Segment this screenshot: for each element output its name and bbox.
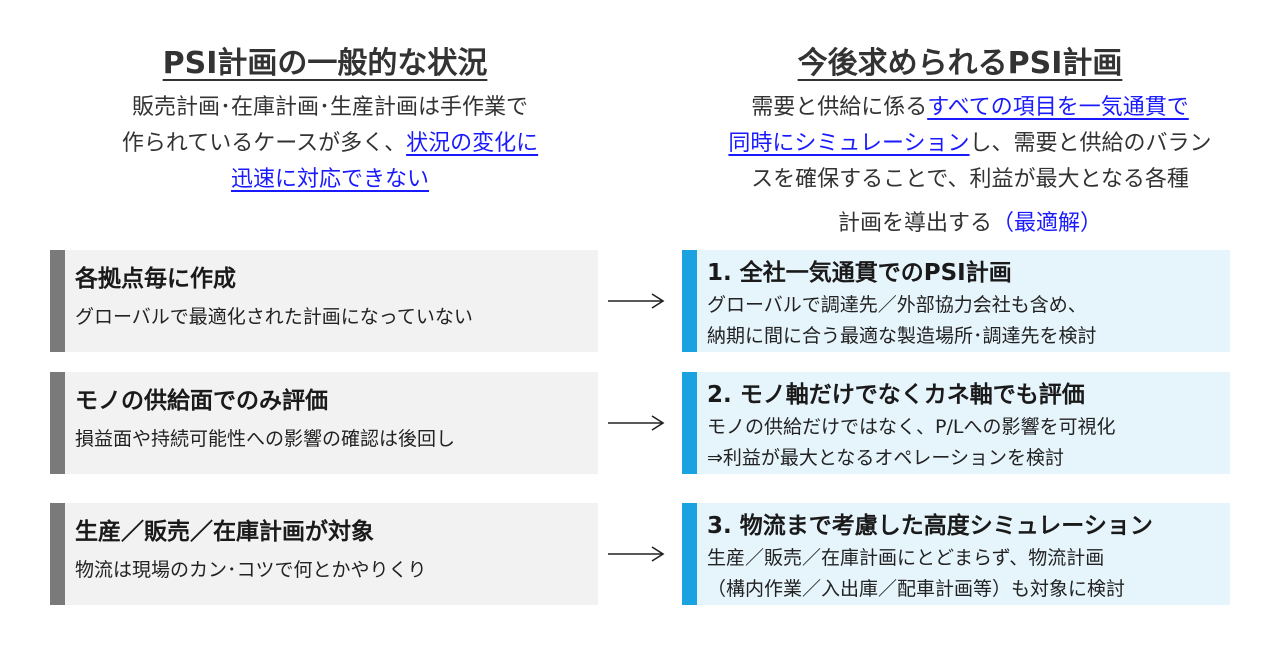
solution-body-1a: グローバルで調達先／外部協力会社も含め、 xyxy=(707,294,1087,316)
solution-body-1b: 納期に間に合う最適な製造場所･調達先を検討 xyxy=(707,325,1097,347)
solution-title-1: 1. 全社一気通貫でのPSI計画 xyxy=(707,260,1012,286)
solution-title-2: 2. モノ軸だけでなくカネ軸でも評価 xyxy=(707,382,1085,408)
left-desc-highlight-2: 迅速に対応できない xyxy=(230,167,429,192)
comparison-row-2: モノの供給面でのみ評価 損益面や持続可能性への影響の確認は後回し 2. モノ軸だ… xyxy=(0,372,1281,474)
comparison-row-1: 各拠点毎に作成 グローバルで最適化された計画になっていない 1. 全社一気通貫で… xyxy=(0,250,1281,352)
right-arrow-icon xyxy=(606,286,666,316)
solution-body-2a: モノの供給だけではなく、P/Lへの影響を可視化 xyxy=(707,416,1116,438)
right-arrow-icon xyxy=(606,539,666,569)
right-desc-highlight-1: すべての項目を一気通貫で xyxy=(927,95,1189,120)
left-desc-line-1: 販売計画･在庫計画･生産計画は手作業で xyxy=(131,95,528,120)
right-desc-line-1-text: 需要と供給に係る xyxy=(751,95,928,120)
problem-title-1: 各拠点毎に作成 xyxy=(75,266,236,292)
right-description: 需要と供給に係るすべての項目を一気通貫で 同時にシミュレーションし、需要と供給の… xyxy=(690,90,1250,242)
problem-body-1: グローバルで最適化された計画になっていない xyxy=(75,306,473,328)
solution-box-3: 3. 物流まで考慮した高度シミュレーション 生産／販売／在庫計画にとどまらず、物… xyxy=(682,503,1230,605)
left-desc-highlight-1: 状況の変化に xyxy=(406,131,539,156)
left-desc-line-2-text: 作られているケースが多く、 xyxy=(121,131,407,156)
problem-box-1: 各拠点毎に作成 グローバルで最適化された計画になっていない xyxy=(50,250,598,352)
right-heading: 今後求められるPSI計画 xyxy=(797,46,1123,81)
problem-title-2: モノの供給面でのみ評価 xyxy=(75,388,328,414)
right-desc-line-2: 同時にシミュレーションし、需要と供給のバラン xyxy=(690,126,1250,162)
left-desc-line-3: 迅速に対応できない xyxy=(60,162,600,198)
left-desc-line-2: 作られているケースが多く、状況の変化に xyxy=(60,126,600,162)
problem-box-3: 生産／販売／在庫計画が対象 物流は現場のカン･コツで何とかやりくり xyxy=(50,503,598,605)
right-desc-line-2-text: し、需要と供給のバラン xyxy=(969,131,1212,156)
right-desc-highlight-2: 同時にシミュレーション xyxy=(728,131,970,156)
right-desc-line-4-text: 計画を導出する xyxy=(837,211,992,236)
right-desc-line-3: スを確保することで、利益が最大となる各種 xyxy=(751,167,1189,192)
comparison-row-3: 生産／販売／在庫計画が対象 物流は現場のカン･コツで何とかやりくり 3. 物流ま… xyxy=(0,503,1281,605)
solution-box-1: 1. 全社一気通貫でのPSI計画 グローバルで調達先／外部協力会社も含め、 納期… xyxy=(682,250,1230,352)
solution-box-2: 2. モノ軸だけでなくカネ軸でも評価 モノの供給だけではなく、P/Lへの影響を可… xyxy=(682,372,1230,474)
left-description: 販売計画･在庫計画･生産計画は手作業で 作られているケースが多く、状況の変化に … xyxy=(60,90,600,198)
problem-box-2: モノの供給面でのみ評価 損益面や持続可能性への影響の確認は後回し xyxy=(50,372,598,474)
optimal-solution-label: （最適解） xyxy=(992,211,1103,236)
solution-body-3b: （構内作業／入出庫／配車計画等）も対象に検討 xyxy=(707,578,1126,600)
problem-body-3: 物流は現場のカン･コツで何とかやりくり xyxy=(75,559,427,581)
right-desc-line-4: 計画を導出する（最適解） xyxy=(690,206,1250,242)
solution-body-2b: ⇒利益が最大となるオペレーションを検討 xyxy=(707,447,1064,469)
solution-body-3a: 生産／販売／在庫計画にとどまらず、物流計画 xyxy=(707,547,1105,569)
left-heading: PSI計画の一般的な状況 xyxy=(162,46,488,81)
solution-title-3: 3. 物流まで考慮した高度シミュレーション xyxy=(707,513,1153,539)
right-desc-line-1: 需要と供給に係るすべての項目を一気通貫で xyxy=(690,90,1250,126)
problem-title-3: 生産／販売／在庫計画が対象 xyxy=(75,519,374,545)
problem-body-2: 損益面や持続可能性への影響の確認は後回し xyxy=(75,428,456,450)
right-arrow-icon xyxy=(606,408,666,438)
